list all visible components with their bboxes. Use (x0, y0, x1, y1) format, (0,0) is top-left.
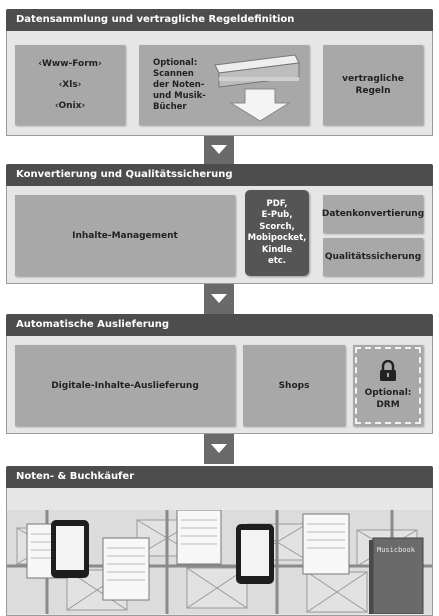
format-scorch: Scorch, (259, 221, 295, 232)
data-conversion-box: Datenkonvertierung (321, 195, 425, 233)
format-www-form: ‹Www-Form› (38, 59, 102, 69)
drm-line-2: DRM (376, 400, 400, 410)
chevron-down-icon (211, 294, 227, 303)
lock-icon (380, 360, 396, 381)
format-xls: ‹Xls› (58, 80, 82, 90)
music-book-title: Musicbook (377, 546, 415, 554)
section-title: Datensammlung und vertragliche Regeldefi… (6, 9, 433, 31)
section-title: Automatische Auslieferung (6, 314, 433, 336)
quality-assurance-box: Qualitätssicherung (323, 238, 423, 276)
section-data-collection: Datensammlung und vertragliche Regeldefi… (6, 9, 433, 136)
section-conversion: Konvertierung und Qualitätssicherung Inh… (6, 164, 433, 284)
rules-line-1: vertragliche (342, 74, 404, 84)
chevron-down-icon (211, 145, 227, 154)
chevron-down-icon (211, 444, 227, 453)
format-pdf: PDF, (266, 198, 288, 209)
flow-connector-2 (204, 284, 234, 314)
scan-line-3: der Noten- (153, 80, 205, 90)
section-title: Konvertierung und Qualitätssicherung (6, 164, 433, 186)
buyers-illustration: Musicbook (7, 510, 432, 614)
tablet-icon (51, 520, 274, 584)
format-etc: etc. (267, 256, 287, 266)
drm-line-1: Optional: (364, 388, 412, 398)
scanner-icon (214, 54, 300, 122)
content-management-box: Inhalte-Management (15, 195, 235, 276)
section-title: Noten- & Buchkäufer (6, 466, 433, 488)
scan-line-4: und Musik- (153, 91, 206, 101)
rules-box: vertragliche Regeln (323, 45, 423, 125)
digital-delivery-label: Digitale-Inhalte-Auslieferung (51, 380, 199, 391)
shops-label: Shops (278, 380, 310, 391)
section-delivery: Automatische Auslieferung Digitale-Inhal… (6, 314, 433, 434)
format-onix: ‹Onix› (54, 101, 86, 111)
scan-box: Optional: Scannen der Noten- und Musik- … (139, 45, 309, 125)
section-buyers: Noten- & Buchkäufer (6, 466, 433, 616)
format-epub: E-Pub, (261, 210, 293, 220)
scan-line-5: Bücher (153, 102, 187, 112)
formats-box: ‹Www-Form› ‹Xls› ‹Onix› (15, 45, 125, 125)
data-conversion-label: Datenkonvertierung (321, 209, 425, 219)
scan-line-2: Scannen (153, 69, 194, 79)
format-kindle: Kindle (261, 244, 293, 255)
digital-delivery-box: Digitale-Inhalte-Auslieferung (15, 345, 235, 426)
flow-connector-1 (204, 136, 234, 164)
flow-connector-3 (204, 434, 234, 464)
output-formats-box: PDF, E-Pub, Scorch, Mobipocket, Kindle e… (245, 190, 309, 276)
shops-box: Shops (243, 345, 345, 426)
buyers-scene (7, 510, 432, 614)
content-management-label: Inhalte-Management (72, 230, 178, 241)
drm-box: Optional: DRM (353, 345, 423, 426)
format-mobipocket: Mobipocket, (247, 233, 307, 243)
quality-assurance-label: Qualitätssicherung (324, 252, 422, 262)
rules-line-2: Regeln (355, 86, 391, 96)
scan-line-1: Optional: (153, 58, 198, 68)
